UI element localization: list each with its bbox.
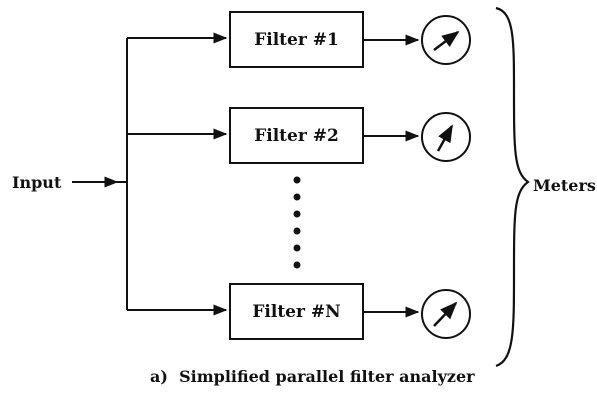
filter-block-2: Filter #2 <box>229 107 364 164</box>
figure-caption: a) Simplified parallel filter analyzer <box>150 367 475 386</box>
ellipsis-dot <box>293 227 301 235</box>
filter-label: Filter #N <box>252 302 340 322</box>
filter-block-1: Filter #1 <box>229 11 364 68</box>
ellipsis-dot <box>293 244 301 252</box>
meters-label: Meters <box>533 176 596 195</box>
filter-block-n: Filter #N <box>229 283 364 340</box>
meter-icon <box>421 112 471 162</box>
ellipsis-dot <box>293 210 301 218</box>
meter-icon <box>421 15 471 65</box>
ellipsis-dot <box>293 176 301 184</box>
meters-brace <box>495 6 530 368</box>
ellipsis-dot <box>293 193 301 201</box>
filter-box <box>229 11 364 68</box>
meter-icon <box>421 289 471 339</box>
filter-label: Filter #1 <box>254 30 339 50</box>
ellipsis-dot <box>293 261 301 269</box>
filter-label: Filter #2 <box>254 126 339 146</box>
input-label: Input <box>12 173 62 192</box>
filter-ellipsis <box>293 176 301 269</box>
